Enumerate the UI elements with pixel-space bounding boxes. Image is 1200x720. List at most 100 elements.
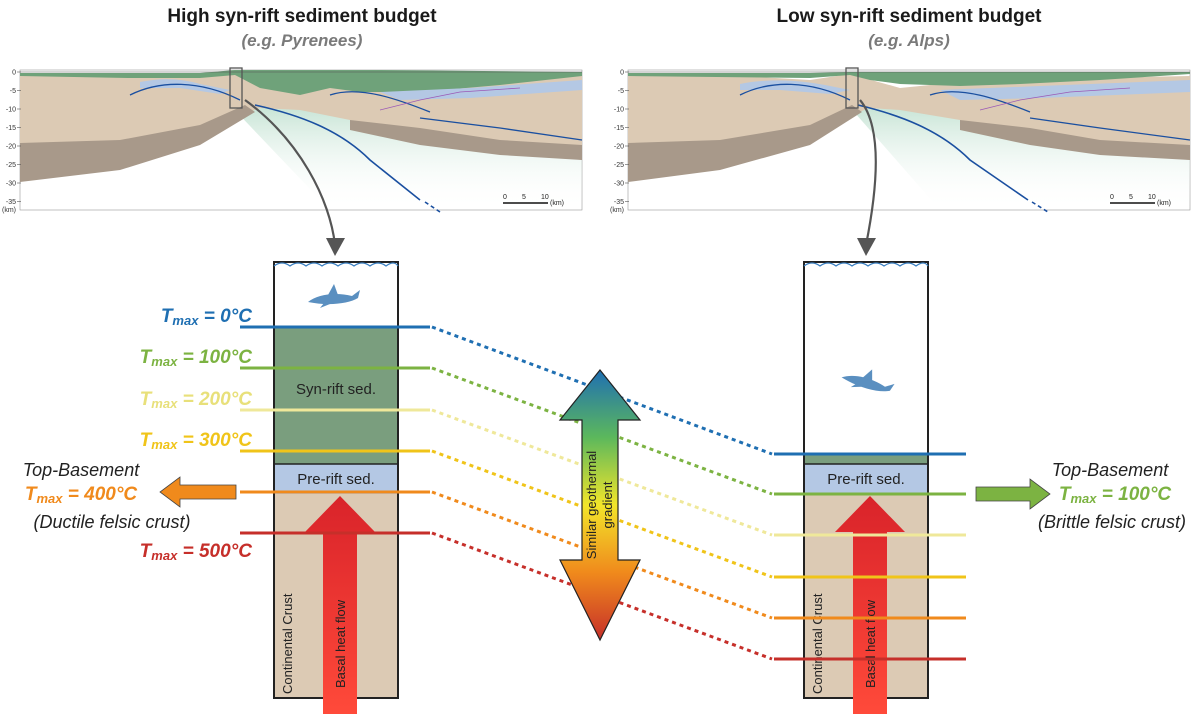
right-depth-tick-label: -10 [614, 107, 624, 114]
right-fault-b [929, 91, 1031, 113]
right-prerift-right [940, 80, 1190, 100]
right-fault-a [739, 83, 851, 101]
right-top-basement-tmax: Tmax = 100°C [1059, 484, 1172, 506]
left-fault-b [329, 91, 431, 113]
right-top-basement: Top-Basement Tmax = 100°C (Brittle felsi… [975, 460, 1186, 532]
left-detachment-dashed [424, 201, 441, 213]
right-depth-tick-label: -20 [614, 144, 624, 151]
left-heatflow-label: Basal heat flow [333, 599, 348, 688]
left-panel-title: High syn-rift sediment budget [167, 6, 437, 27]
right-water [804, 262, 928, 454]
right-detachment-dashed [1031, 201, 1049, 213]
right-column: Pre-rift sed. Continental Crust Basal he… [803, 261, 929, 714]
right-top-basement-arrow [975, 478, 1051, 510]
left-depth-axis: 0-5-10-15-20-25-30-35(km) [2, 70, 21, 214]
left-depth-tick-label: 0 [12, 70, 16, 77]
left-fault-a [129, 83, 241, 101]
right-scale-label-unit: (km) [1157, 200, 1171, 207]
left-synrift-layer [274, 328, 398, 464]
right-zoom-arrowhead [857, 238, 876, 256]
right-panel-title: Low syn-rift sediment budget [777, 6, 1043, 27]
geothermal-label-line1: Similar geothermal [584, 451, 599, 559]
left-lower-crust-right [350, 120, 582, 160]
right-panel-subtitle: (e.g. Alps) [868, 31, 950, 50]
right-synrift-sediments [628, 72, 1190, 86]
left-top-basement-note: (Ductile felsic crust) [33, 512, 190, 532]
right-lower-crust-right [960, 120, 1190, 160]
left-fault-c [419, 117, 583, 141]
left-depth-tick-label: -35 [6, 199, 16, 206]
left-depth-tick-label: -15 [6, 125, 16, 132]
left-detachment-fault [254, 104, 421, 201]
right-depth-axis: 0-5-10-15-20-25-30-35(km) [610, 70, 629, 214]
right-top-basement-title: Top-Basement [1052, 460, 1169, 480]
left-scale-label-unit: (km) [550, 200, 564, 207]
right-depth-tick-label: 0 [620, 70, 624, 77]
right-prerift-left [740, 80, 850, 94]
left-depth-tick-label: -25 [6, 162, 16, 169]
right-purple-horizon [979, 87, 1131, 111]
right-prerift-layer [804, 464, 928, 494]
right-shark-icon [841, 369, 895, 392]
right-depth-tick-label: -15 [614, 125, 624, 132]
left-panel-subtitle: (e.g. Pyrenees) [242, 31, 363, 50]
right-crust-label: Continental Crust [810, 593, 825, 694]
right-fault-c [1029, 117, 1191, 141]
right-lower-crust [628, 105, 862, 182]
right-depth-unit: (km) [610, 207, 624, 214]
left-depth-tick-label: -30 [6, 181, 16, 188]
left-water-waves [273, 262, 399, 267]
right-scale-labels: 0 5 10 (km) [1110, 194, 1171, 207]
left-depth-tick-label: -20 [6, 144, 16, 151]
left-scale-label-5: 5 [522, 194, 526, 201]
tmax-label-200: Tmax = 200°C [140, 389, 253, 411]
left-prerift-label: Pre-rift sed. [297, 471, 375, 488]
right-zoom-arrow-line [859, 99, 877, 246]
right-depth-tick-label: -30 [614, 181, 624, 188]
right-cross-section [627, 67, 1191, 256]
left-zoom-box [229, 67, 243, 109]
left-crust-label: Continental Crust [280, 593, 295, 694]
right-water-waves [803, 262, 929, 267]
right-synrift-layer [804, 454, 928, 464]
left-zoom-arrow-line [244, 99, 337, 246]
left-zoom-arrowhead [326, 238, 345, 256]
tmax-label-300: Tmax = 300°C [140, 430, 253, 452]
left-top-basement-title: Top-Basement [23, 460, 140, 480]
left-shark-icon [308, 284, 360, 308]
left-top-basement: Top-Basement Tmax = 400°C (Ductile felsi… [23, 460, 237, 532]
right-isotherms [774, 452, 966, 661]
right-heatflow-arrow [835, 496, 905, 714]
right-heatflow-label: Basal heat flow [863, 599, 878, 688]
left-scale-label-0: 0 [503, 194, 507, 201]
tmax-label-500: Tmax = 500°C [140, 541, 253, 563]
left-scale-labels: 0 5 10 (km) [503, 194, 564, 207]
left-depth-tick-label: -10 [6, 107, 16, 114]
left-cross-section [19, 67, 583, 256]
left-synrift-sediments [20, 70, 582, 95]
right-zoom-box [845, 67, 859, 109]
right-scale-label-0: 0 [1110, 194, 1114, 201]
left-top-basement-tmax: Tmax = 400°C [25, 484, 138, 506]
right-scale-label-10: 10 [1148, 194, 1156, 201]
left-column: Syn-rift sed. Pre-rift sed. Continental … [273, 261, 399, 714]
left-prerift-layer [274, 464, 398, 494]
right-scale-label-5: 5 [1129, 194, 1133, 201]
tmax-label-0: Tmax = 0°C [161, 306, 252, 328]
left-lower-crust [20, 105, 255, 182]
right-depth-tick-label: -35 [614, 199, 624, 206]
right-top-basement-note: (Brittle felsic crust) [1038, 512, 1186, 532]
left-purple-horizon [379, 87, 521, 111]
geothermal-label-line2: gradient [600, 481, 615, 528]
left-scale-label-10: 10 [541, 194, 549, 201]
left-depth-tick-label: -5 [10, 88, 16, 95]
geothermal-gradient-arrow: Similar geothermal gradient [558, 369, 642, 642]
left-heatflow-arrow [305, 496, 375, 714]
left-top-basement-arrow [159, 476, 237, 508]
right-depth-tick-label: -25 [614, 162, 624, 169]
right-detachment-fault [857, 104, 1029, 201]
left-tmax-labels: Tmax = 0°C Tmax = 100°C Tmax = 200°C Tma… [140, 306, 253, 563]
tmax-label-100: Tmax = 100°C [140, 347, 253, 369]
left-isotherms [240, 325, 430, 535]
